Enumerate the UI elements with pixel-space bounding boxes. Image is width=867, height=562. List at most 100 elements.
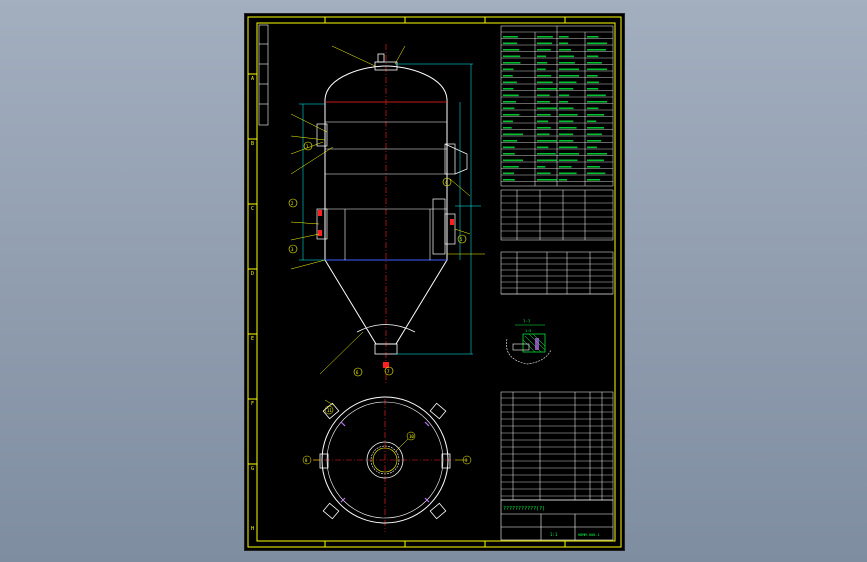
table-text-mark bbox=[559, 159, 578, 162]
table-text-mark bbox=[537, 159, 557, 162]
callout-label: 7 bbox=[387, 369, 390, 374]
design-data-table bbox=[500, 25, 614, 187]
table-text-mark bbox=[537, 62, 548, 64]
table-text-mark bbox=[587, 146, 597, 149]
table-text-mark bbox=[559, 153, 579, 155]
table-text-mark bbox=[559, 107, 574, 110]
table-text-mark bbox=[537, 179, 557, 181]
parts-table-small bbox=[500, 251, 614, 295]
callout-label: 2 bbox=[291, 201, 294, 206]
callout-label: 5 bbox=[460, 237, 463, 242]
table-text-mark bbox=[503, 75, 513, 77]
bill-of-materials-rows bbox=[501, 397, 613, 497]
table-text-mark bbox=[537, 101, 550, 103]
bill-of-materials-table bbox=[500, 391, 614, 501]
table-text-mark bbox=[587, 153, 607, 155]
table-text-mark bbox=[537, 42, 553, 45]
table-text-mark bbox=[559, 88, 574, 90]
drawing-sheet: A B C D E F G H bbox=[244, 13, 625, 551]
table-text-mark bbox=[559, 42, 569, 45]
table-text-mark bbox=[537, 140, 557, 142]
table-text-mark bbox=[503, 114, 520, 116]
title-block-scale: 1:1 bbox=[550, 532, 558, 537]
border-letter: A bbox=[251, 76, 254, 82]
table-text-mark bbox=[503, 166, 519, 168]
table-text-mark bbox=[537, 55, 547, 58]
border-letter: E bbox=[251, 336, 254, 342]
table-text-mark bbox=[587, 55, 599, 58]
border-letter: B bbox=[251, 141, 254, 147]
border-letter: H bbox=[251, 526, 254, 532]
table-text-mark bbox=[587, 127, 605, 129]
table-text-mark bbox=[587, 81, 599, 84]
title-block bbox=[500, 499, 614, 541]
table-text-mark bbox=[537, 114, 551, 116]
callout-label: 8 bbox=[305, 458, 308, 463]
nozzle-table-rows bbox=[501, 195, 613, 239]
shell-outer-circle bbox=[321, 396, 449, 524]
border-letters: A B C D E F G H bbox=[251, 76, 254, 532]
table-text-mark bbox=[503, 68, 514, 71]
table-text-mark bbox=[503, 81, 517, 84]
table-text-mark bbox=[587, 172, 606, 175]
table-text-mark bbox=[559, 36, 569, 38]
table-text-mark bbox=[503, 36, 518, 38]
sheet-frame-thin bbox=[258, 24, 269, 126]
bottom-nozzle bbox=[374, 343, 398, 355]
table-text-mark bbox=[537, 88, 557, 90]
table-text-mark bbox=[559, 101, 569, 103]
table-text-mark bbox=[587, 94, 606, 97]
table-text-mark bbox=[537, 133, 550, 136]
table-text-mark bbox=[537, 36, 553, 38]
detail-scale: 1:5 bbox=[525, 329, 531, 333]
table-text-mark bbox=[559, 94, 570, 97]
border-letter: C bbox=[251, 206, 254, 212]
table-text-mark bbox=[587, 114, 605, 116]
vessel-shell bbox=[324, 65, 448, 345]
border-letter: G bbox=[251, 466, 254, 472]
callout-label: 11 bbox=[327, 408, 332, 413]
table-text-mark bbox=[503, 172, 515, 175]
table-text-mark bbox=[537, 94, 550, 97]
support-lugs bbox=[319, 402, 451, 520]
table-text-mark bbox=[537, 68, 546, 71]
table-text-mark bbox=[503, 49, 520, 51]
table-text-mark bbox=[587, 49, 606, 51]
table-text-mark bbox=[503, 179, 515, 181]
table-text-mark bbox=[559, 172, 577, 175]
table-text-mark bbox=[587, 75, 598, 77]
table-text-mark bbox=[503, 159, 523, 162]
parts-table-small-rows bbox=[501, 257, 613, 295]
table-text-mark bbox=[559, 120, 574, 123]
table-text-mark bbox=[559, 49, 571, 51]
table-text-mark bbox=[587, 88, 599, 90]
callout-label: 4 bbox=[445, 180, 448, 185]
callout-label: 1 bbox=[306, 144, 309, 149]
table-text-mark bbox=[537, 75, 552, 77]
table-text-mark bbox=[559, 140, 574, 142]
table-text-mark bbox=[503, 94, 519, 97]
design-data-rows bbox=[501, 31, 613, 182]
table-text-mark bbox=[559, 81, 577, 84]
table-text-mark bbox=[537, 127, 551, 129]
table-text-mark bbox=[559, 62, 575, 64]
table-text-mark bbox=[559, 133, 574, 136]
table-text-mark bbox=[587, 36, 599, 38]
table-text-mark bbox=[503, 146, 515, 149]
table-text-mark bbox=[503, 101, 516, 103]
table-text-mark bbox=[587, 107, 599, 110]
table-text-mark bbox=[537, 81, 553, 84]
table-text-mark bbox=[503, 133, 523, 136]
table-text-mark bbox=[587, 140, 602, 142]
table-text-mark bbox=[503, 140, 518, 142]
table-text-mark bbox=[537, 107, 557, 110]
table-text-mark bbox=[537, 166, 546, 168]
table-text-mark bbox=[537, 172, 551, 175]
design-data-text bbox=[503, 36, 607, 181]
table-text-mark bbox=[587, 133, 602, 136]
table-text-mark bbox=[537, 49, 551, 51]
table-text-mark bbox=[587, 101, 607, 103]
table-text-mark bbox=[587, 120, 597, 123]
table-text-mark bbox=[503, 107, 515, 110]
table-text-mark bbox=[559, 179, 568, 181]
